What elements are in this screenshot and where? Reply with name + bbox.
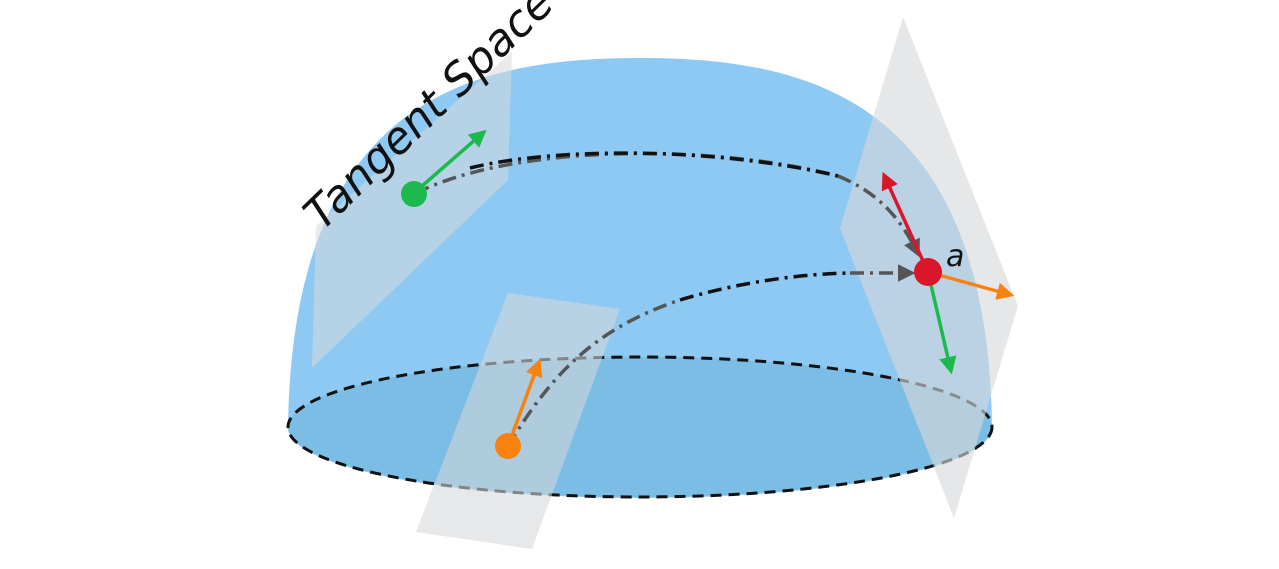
geodesic-green-to-a-arrival: [837, 174, 920, 258]
tangent-plane-left: [312, 52, 512, 368]
red-point-a: [914, 258, 942, 286]
orange-vector-right: [927, 270, 1015, 300]
orange-tangent-vector: [506, 358, 543, 447]
green-vector-down: [926, 271, 957, 375]
green-point: [401, 181, 427, 207]
geodesic-orange-to-a-segment: [679, 271, 851, 302]
red-vector-up: [881, 171, 930, 273]
orange-point: [495, 433, 521, 459]
point-a-label: a: [946, 239, 964, 274]
geodesic-green-to-a-segment: [469, 151, 839, 178]
base-ellipse: [286, 355, 994, 499]
green-tangent-vector: [412, 129, 487, 195]
geodesic-orange-to-a: [506, 298, 681, 447]
